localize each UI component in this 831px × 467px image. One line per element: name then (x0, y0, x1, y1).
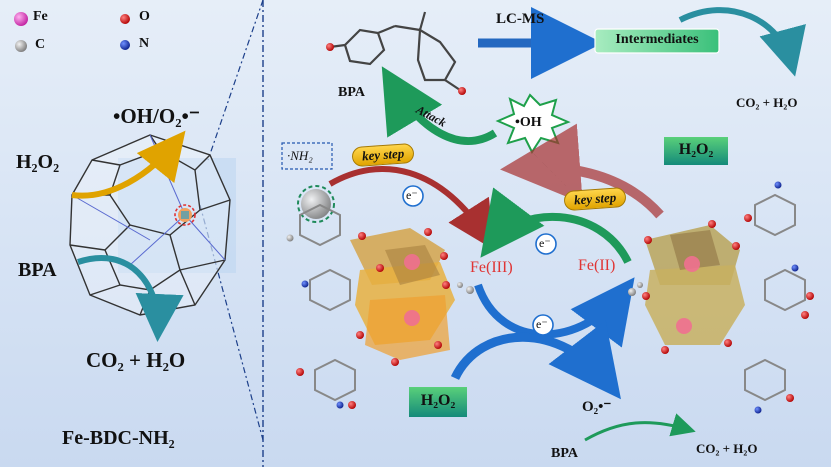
atoms-o (296, 214, 814, 409)
h2o2-to-radical-arrow (71, 130, 186, 199)
nh2-highlight-atom (301, 189, 331, 219)
legend-n-atom (120, 40, 130, 50)
bpa-molecule (329, 11, 461, 91)
bottom-products-label: CO₂ + H₂O (696, 441, 758, 456)
h2o2-activation-arrow (500, 123, 664, 219)
legend-c-atom (15, 40, 27, 52)
products-label-left: CO₂ + H₂O (86, 348, 186, 372)
nh2-box (281, 142, 333, 170)
electron-label-2: e⁻ (539, 236, 551, 250)
superoxide-label: O₂•⁻ (582, 399, 612, 415)
electron-circle-2 (535, 233, 557, 255)
electron-circle-3 (532, 314, 554, 336)
electron-label-3: e⁻ (536, 317, 548, 331)
electron-label-1: e⁻ (406, 188, 418, 202)
fe2-label: Fe(II) (578, 257, 616, 274)
legend-fe-label: Fe (33, 9, 48, 24)
h2o2-to-superoxide-arrow (450, 320, 621, 400)
mof-cluster-left (350, 228, 455, 360)
atoms-c (286, 234, 643, 296)
nh2-electron-arrow (328, 165, 495, 251)
fe3-label: Fe(III) (470, 259, 513, 276)
to-co2-arrow (678, 7, 806, 77)
top-products-label: CO₂ + H₂O (736, 95, 798, 110)
lcms-label: LC-MS (496, 11, 545, 27)
legend-c-label: C (35, 37, 46, 52)
linker-rings (299, 193, 806, 402)
mof-cluster-right (645, 225, 745, 345)
oh-label: •OH (515, 115, 542, 130)
bpa-label-left: BPA (18, 259, 57, 281)
zoom-line-top (207, 0, 264, 161)
mof-cage (69, 134, 236, 316)
catalyst-label: Fe-BDC-NH₂ (62, 427, 175, 449)
nh2-label: ·NH₂ (287, 148, 313, 163)
legend-fe-atom (14, 12, 28, 26)
legend-o-label: O (139, 9, 150, 24)
bpa-bottom-label: BPA (551, 446, 578, 461)
zoom-line-bottom (199, 204, 264, 441)
intermediates-label: Intermediates (615, 32, 699, 47)
intermediates-box (594, 28, 720, 54)
bpa-to-co2-arrow (584, 413, 696, 442)
electron-circle-1 (402, 185, 424, 207)
h2o2-bottom-box-label: H₂O₂ (420, 392, 456, 409)
h2o2-label-left: H₂O₂ (16, 151, 60, 173)
h2o2-box-bottom (409, 387, 467, 417)
atoms-n (301, 181, 799, 414)
bpa-degradation-arrow (77, 255, 184, 342)
h2o2-box-top (664, 137, 728, 165)
attack-arrow (381, 66, 498, 145)
h2o2-top-box-label: H₂O₂ (678, 141, 714, 158)
bpa-top-label: BPA (338, 85, 365, 100)
legend-o-atom (120, 14, 130, 24)
legend-n-label: N (139, 36, 150, 51)
fe2-to-fe3-arrow (480, 187, 632, 264)
radicals-label: •OH/O₂•⁻ (113, 104, 200, 128)
